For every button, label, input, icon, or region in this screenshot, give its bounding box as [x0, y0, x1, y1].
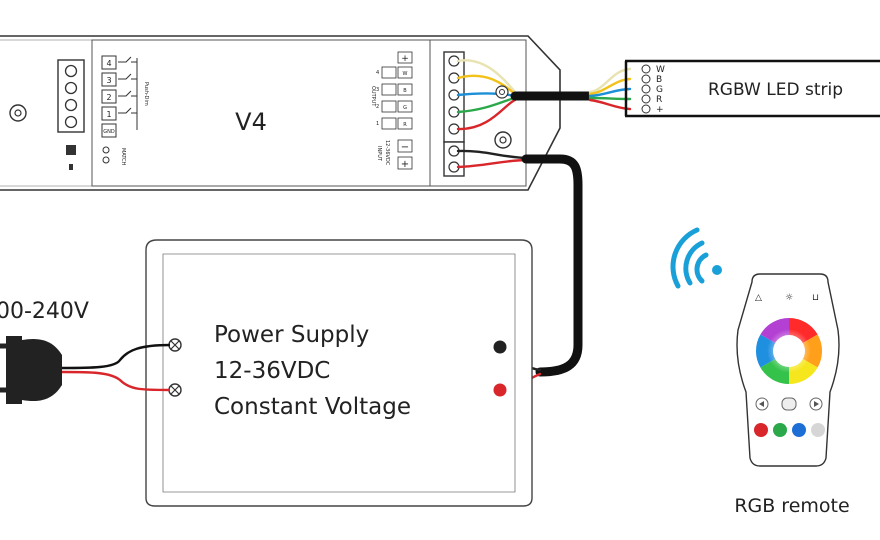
- match-led: [102, 146, 110, 154]
- input-key-1: 1: [106, 110, 111, 119]
- input-voltage-label: 12-36VDC: [384, 140, 390, 166]
- mains-voltage: 00-240V: [0, 299, 89, 324]
- plug-body: [6, 336, 22, 404]
- power-supply: Power Supply 12-36VDC Constant Voltage: [145, 239, 533, 507]
- output-wires: [456, 59, 632, 131]
- input-plus-sign: +: [401, 159, 409, 170]
- remote-center-button: [781, 397, 797, 411]
- psu-output-negative: [493, 340, 507, 354]
- psu-line1: Power Supply: [214, 322, 369, 348]
- input-label: INPUT: [376, 146, 382, 162]
- psu-line3: Constant Voltage: [214, 394, 411, 420]
- strip-pin-g: G: [656, 85, 663, 95]
- input-key-3: 3: [106, 76, 111, 85]
- psu-input-screw-1: [168, 338, 182, 352]
- match-button: [66, 145, 76, 155]
- remote-white-button: [811, 423, 825, 437]
- strip-pin-w: W: [656, 65, 665, 75]
- rgb-remote: △ ☼ ⊔ RGB remote: [734, 273, 850, 517]
- controller-model: V4: [235, 108, 267, 136]
- out-num-2: 2: [376, 104, 379, 110]
- psu-housing: [145, 239, 533, 507]
- psu-line2: 12-36VDC: [214, 358, 330, 384]
- out-code-r: R: [403, 122, 407, 128]
- terminal-bay: [429, 39, 527, 187]
- pushdim-terminal-block: [57, 59, 85, 133]
- rgbw-led-strip: W B G R + RGBW LED strip: [624, 59, 880, 118]
- input-minus-sign: −: [401, 142, 409, 153]
- out-code-b: B: [403, 88, 407, 94]
- out-num-1: 1: [376, 121, 379, 127]
- wireless-signal-icon: [670, 227, 722, 289]
- output-plus-sign: +: [401, 54, 409, 64]
- out-code-w: W: [403, 71, 408, 77]
- remote-green-button: [773, 423, 787, 437]
- strip-pin-r: R: [656, 95, 662, 105]
- remote-red-button: [754, 423, 768, 437]
- mount-hole-right: [494, 131, 512, 149]
- output-label: OUTPUT: [370, 86, 376, 107]
- out-code-g: G: [403, 105, 407, 111]
- out-num-4: 4: [376, 70, 379, 76]
- remote-color-wheel: [755, 318, 823, 384]
- remote-mode-icon: ☼: [785, 293, 793, 303]
- input-key-4: 4: [106, 59, 111, 68]
- strip-pin-plus: +: [656, 105, 664, 115]
- remote-scene-icon: ⊔: [812, 293, 819, 303]
- psu-output-positive: [493, 383, 507, 397]
- v4-controller: 4 3 2 1 GND Push-Dim MATCH V4 OUTPUT 4 3…: [0, 35, 561, 191]
- input-key-2: 2: [106, 93, 111, 102]
- out-num-3: 3: [376, 87, 379, 93]
- psu-input-screw-2: [168, 383, 182, 397]
- remote-blue-button: [792, 423, 806, 437]
- match-label: MATCH: [120, 148, 126, 166]
- mains-plug: 00-240V: [0, 299, 171, 404]
- mount-hole-left: [9, 104, 27, 122]
- input-key-gnd: GND: [103, 129, 115, 135]
- strip-pin-b: B: [656, 75, 662, 85]
- remote-caption: RGB remote: [734, 495, 849, 517]
- remote-power-icon: △: [755, 293, 762, 303]
- input-terminal-block: [443, 141, 465, 177]
- pushdim-label: Push-Dim: [143, 82, 149, 106]
- strip-title: RGBW LED strip: [708, 80, 843, 100]
